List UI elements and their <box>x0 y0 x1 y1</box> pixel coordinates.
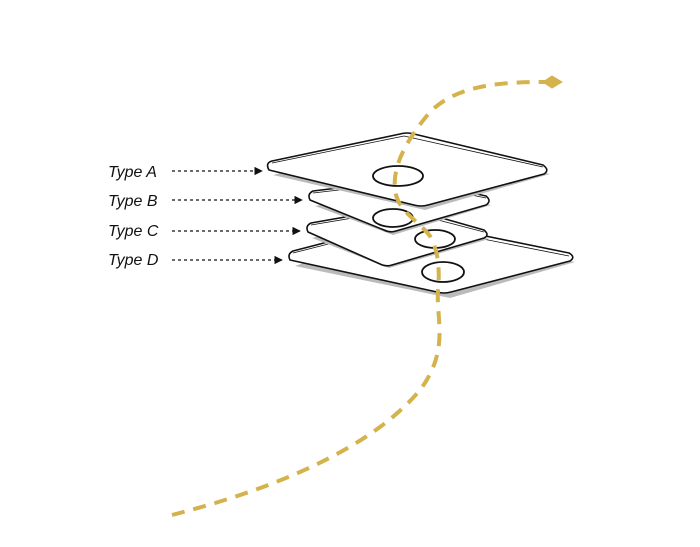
layer-c <box>306 206 489 268</box>
label-text: Type C <box>108 223 159 240</box>
dashed-path <box>171 80 554 517</box>
label-type-c: Type C <box>108 223 301 240</box>
diamond-icon <box>542 75 563 89</box>
label-type-b: Type B <box>108 193 303 210</box>
layer-a <box>266 132 550 210</box>
layer-a-hole <box>372 165 424 187</box>
label-type-a: Type A <box>108 164 263 181</box>
label-text: Type D <box>108 252 159 269</box>
label-text: Type A <box>108 164 157 181</box>
layer-d-hole <box>421 261 465 283</box>
label-text: Type B <box>108 193 158 210</box>
label-type-d: Type D <box>108 252 283 269</box>
